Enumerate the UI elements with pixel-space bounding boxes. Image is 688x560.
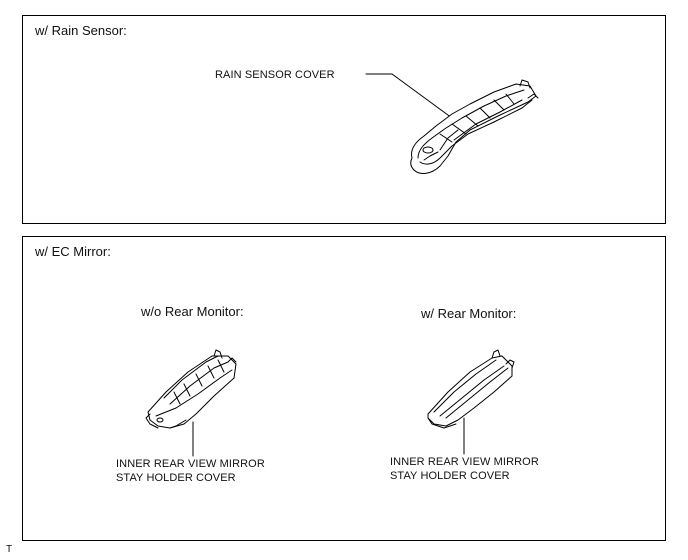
page-id-label: T <box>6 544 13 555</box>
right-label-line-1: INNER REAR VIEW MIRROR <box>390 456 539 468</box>
right-label-line-2: STAY HOLDER COVER <box>390 470 510 482</box>
left-label-line-2: STAY HOLDER COVER <box>116 472 236 484</box>
left-stay-holder-cover-label: INNER REAR VIEW MIRROR STAY HOLDER COVER <box>116 457 265 485</box>
ec-mirror-panel-title: w/ EC Mirror: <box>35 244 111 259</box>
left-label-line-1: INNER REAR VIEW MIRROR <box>116 458 265 470</box>
rain-sensor-cover-leader <box>365 73 453 119</box>
right-stay-holder-cover-label: INNER REAR VIEW MIRROR STAY HOLDER COVER <box>390 455 539 483</box>
with-rear-monitor-subtitle: w/ Rear Monitor: <box>421 306 517 321</box>
rain-sensor-panel: w/ Rain Sensor: RAIN SENSOR COVER <box>22 15 666 224</box>
rain-sensor-cover-label: RAIN SENSOR COVER <box>215 69 335 81</box>
ec-mirror-panel: w/ EC Mirror: w/o Rear Monitor: w/ Rear … <box>22 236 666 541</box>
rain-sensor-panel-title: w/ Rain Sensor: <box>35 23 127 38</box>
without-rear-monitor-subtitle: w/o Rear Monitor: <box>141 304 244 319</box>
